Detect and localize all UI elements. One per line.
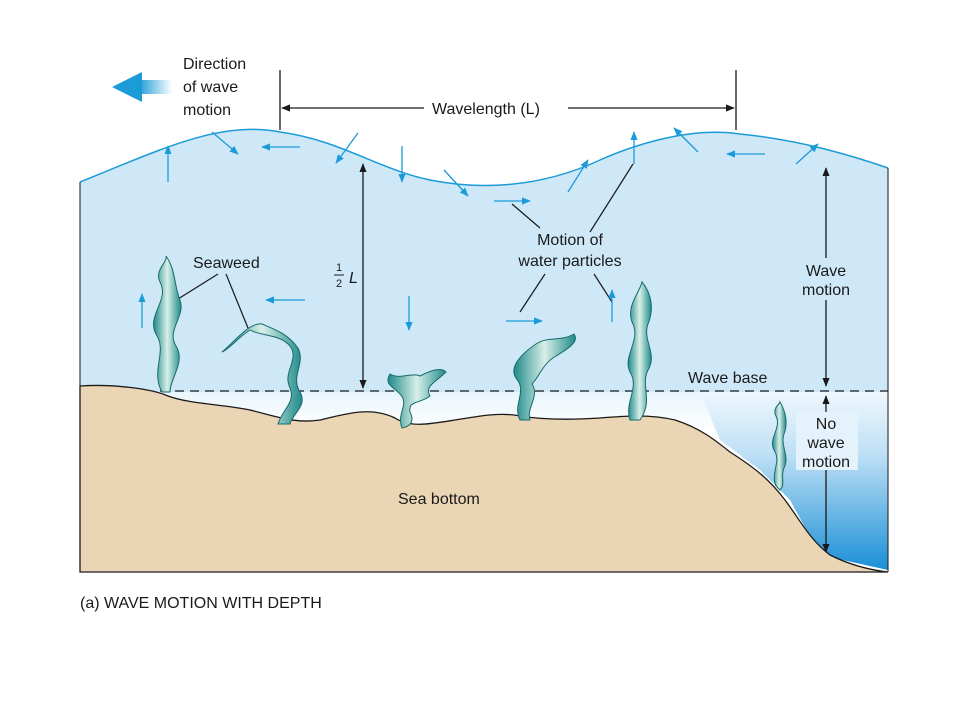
- wave-base-label: Wave base: [688, 370, 768, 387]
- direction-label-1: Direction: [183, 56, 246, 73]
- motion-label-1: Motion of: [537, 232, 603, 249]
- no-wave-label-2: wave: [806, 435, 844, 452]
- figure-caption: (a) WAVE MOTION WITH DEPTH: [80, 595, 322, 612]
- svg-text:1: 1: [336, 262, 342, 274]
- sea-bottom-label: Sea bottom: [398, 491, 480, 508]
- wave-motion-label-2: motion: [802, 282, 850, 299]
- wavelength-label: Wavelength (L): [432, 101, 540, 118]
- direction-label-2: of wave: [183, 79, 238, 96]
- motion-label-2: water particles: [517, 253, 621, 270]
- no-wave-label-1: No: [816, 416, 837, 433]
- direction-arrow-icon: [112, 72, 172, 102]
- svg-text:2: 2: [336, 278, 342, 290]
- svg-text:L: L: [349, 270, 358, 287]
- direction-label-3: motion: [183, 102, 231, 119]
- wavelength-dimension: [280, 70, 736, 130]
- seaweed-label: Seaweed: [193, 255, 260, 272]
- wave-motion-label-1: Wave: [806, 263, 846, 280]
- no-wave-label-3: motion: [802, 454, 850, 471]
